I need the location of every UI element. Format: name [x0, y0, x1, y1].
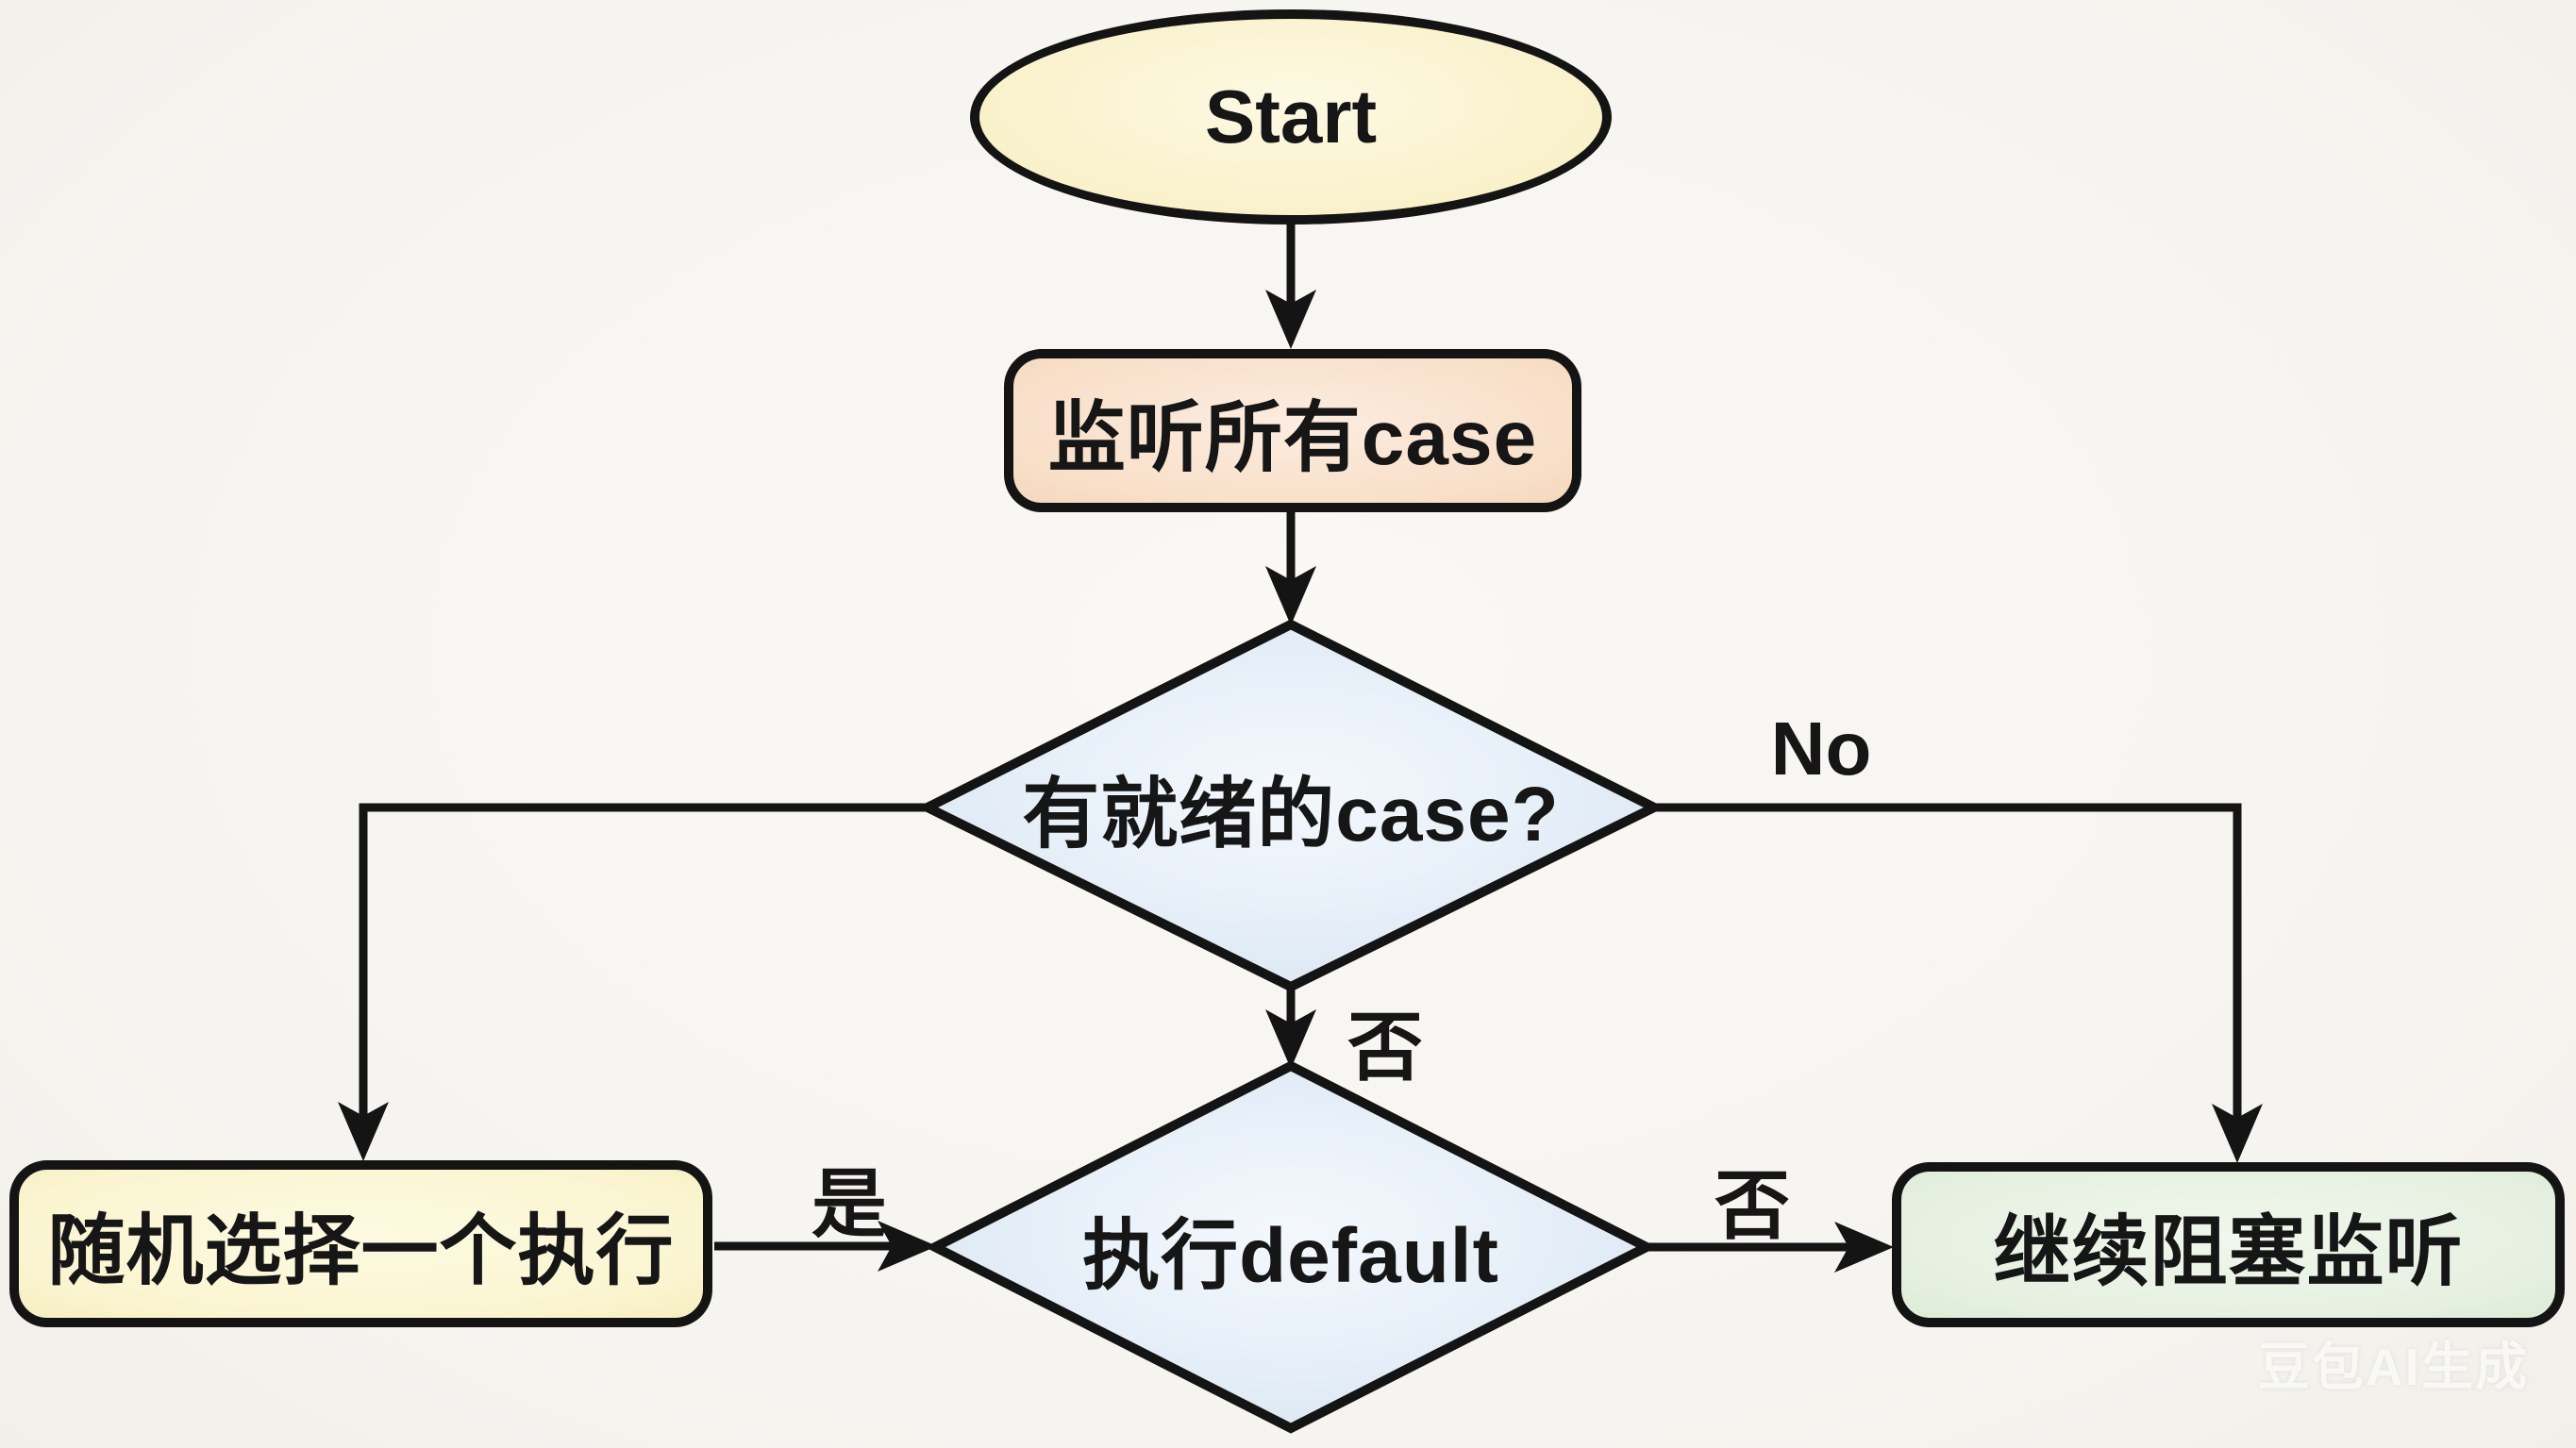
arrowhead-ready-to-block	[2212, 1104, 2263, 1163]
edge-label-fou-down: 否	[1347, 1006, 1423, 1090]
arrowhead-pick-to-default	[878, 1221, 937, 1272]
arrowhead-listen-to-ready	[1265, 566, 1316, 625]
edge-label-shi: 是	[811, 1162, 887, 1246]
decision-ready-label: 有就绪的case?	[1022, 771, 1560, 857]
edge-ready-to-block	[1654, 803, 2242, 1120]
edge-label-no: No	[1770, 707, 1872, 791]
decision-default-label: 执行default	[1082, 1212, 1499, 1299]
decision-ready-shape	[916, 619, 1665, 992]
edge-label-fou-right: 否	[1715, 1164, 1790, 1248]
arrowhead-ready-to-default	[1265, 1009, 1316, 1069]
decision-default-shape	[924, 1060, 1658, 1434]
listen-all-cases-node: 监听所有case	[1004, 349, 1581, 512]
edge-ready-to-pick	[359, 803, 928, 1118]
arrowhead-start-to-listen	[1265, 290, 1316, 349]
arrowhead-default-to-block	[1834, 1222, 1894, 1273]
random-pick-node: 随机选择一个执行	[9, 1160, 712, 1327]
arrowhead-ready-to-pick	[338, 1102, 389, 1161]
watermark-text: 豆包AI生成	[2257, 1338, 2529, 1396]
keep-blocking-node: 继续阻塞监听	[1892, 1162, 2565, 1327]
start-node: Start	[970, 9, 1612, 225]
